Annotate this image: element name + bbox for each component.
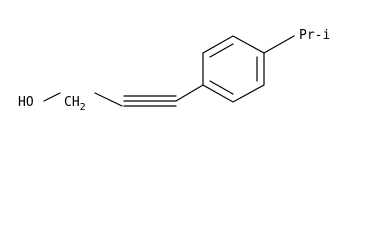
ch2-subscript: 2 [80,102,86,113]
triple-bond [123,95,177,107]
o-ch2-bond [43,92,61,102]
benzene-ring [202,35,265,103]
chemical-structure-diagram: HO CH2 Pr-i [18,28,330,113]
hydroxyl-label: HO [18,95,34,110]
alkyne-ring-bond [175,84,204,102]
ch2-label: CH2 [64,95,86,113]
ring-substituent-bond [263,35,295,54]
ch2-alkyne-bond [94,92,123,107]
isopropyl-label: Pr-i [299,28,330,43]
ch2-text: CH [64,95,80,110]
